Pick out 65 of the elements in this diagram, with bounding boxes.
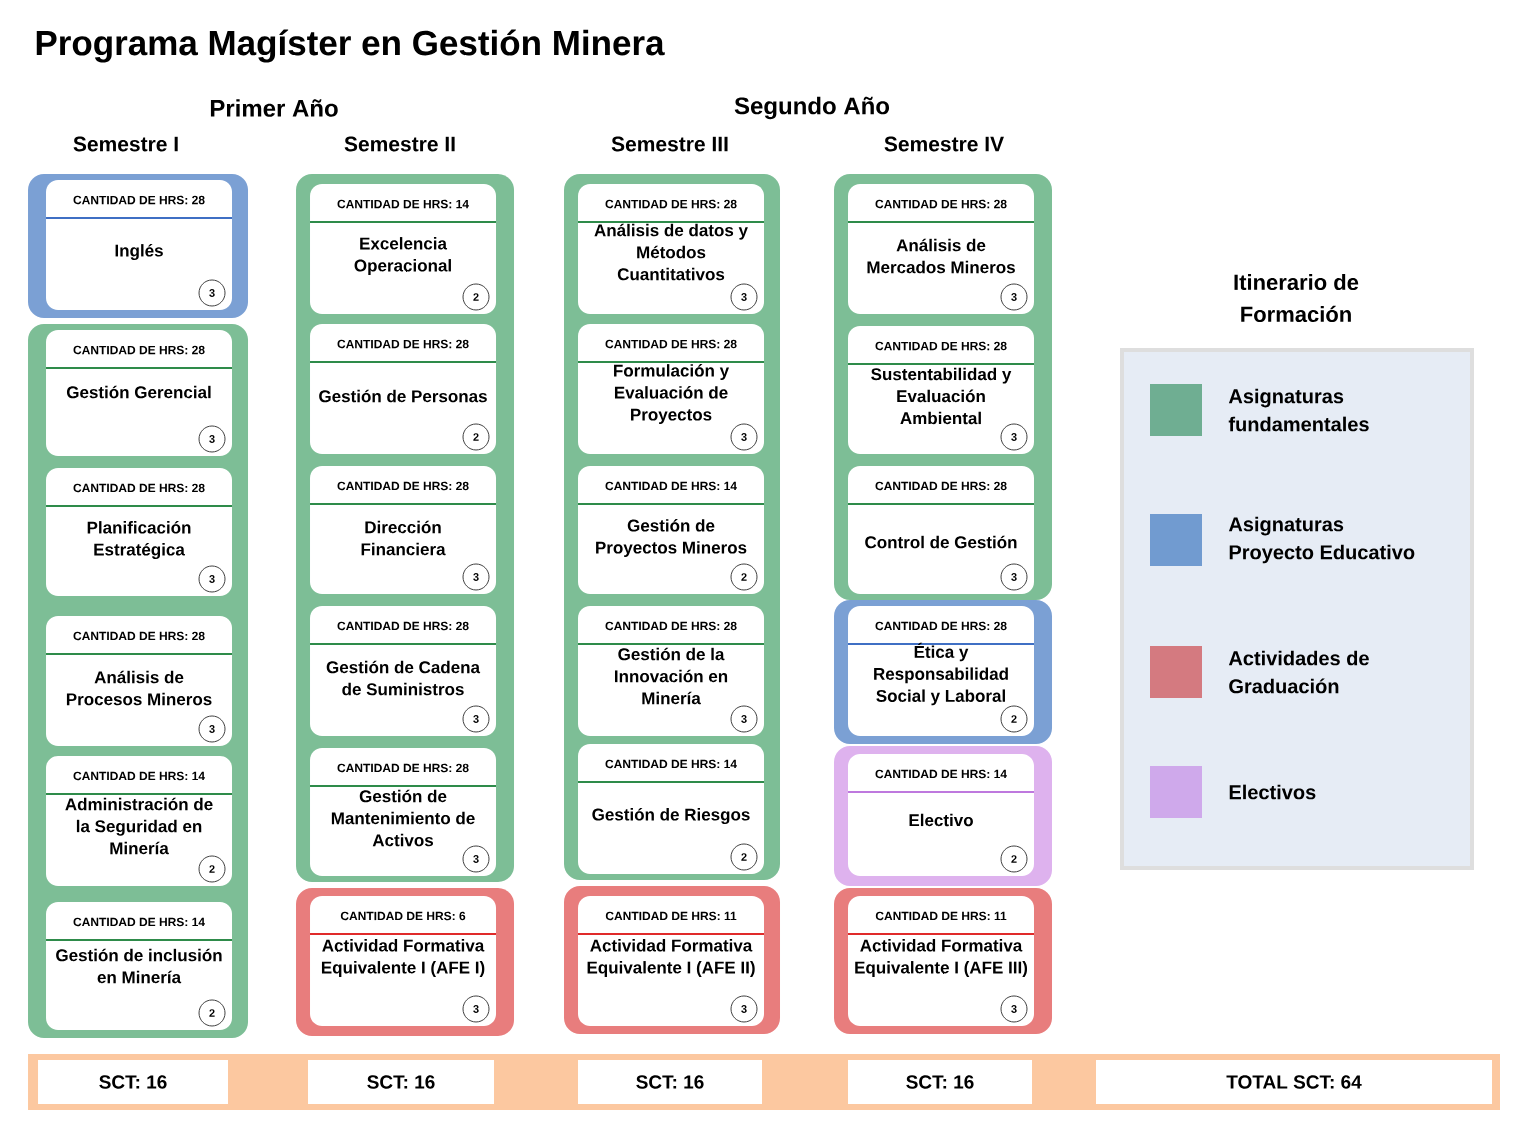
course-card bbox=[847, 466, 1035, 594]
legend-title: Itinerario de Formación bbox=[1234, 273, 1359, 323]
course-card bbox=[309, 184, 497, 314]
course-title: Inglés bbox=[115, 243, 163, 261]
course-title: Gestión de Mantenimiento de Activos bbox=[331, 789, 475, 847]
course-title: Gestión de Riesgos bbox=[592, 807, 750, 825]
course-title: Actividad Formativa Equivalente I (AFE II) bbox=[587, 939, 755, 977]
course-title: Formulación y Evaluación de Proyectos bbox=[614, 364, 729, 424]
sct-total-box: SCT: 16 bbox=[578, 1060, 762, 1104]
course-title: Control de Gestión bbox=[865, 535, 1017, 549]
course-title: Dirección Financiera bbox=[361, 520, 446, 556]
course-title: Análisis de datos y Métodos Cuantitativos bbox=[594, 223, 748, 281]
year-heading: Segundo Año bbox=[734, 96, 890, 120]
legend-label: Asignaturas fundamentales bbox=[1228, 388, 1369, 432]
year-heading: Primer Año bbox=[210, 99, 338, 117]
course-card bbox=[847, 184, 1035, 314]
course-card bbox=[45, 616, 233, 746]
course-title: Electivo bbox=[909, 813, 973, 827]
course-card bbox=[577, 324, 765, 454]
semester-heading: Semestre III bbox=[611, 136, 728, 152]
course-title: Gestión de Proyectos Mineros bbox=[596, 519, 747, 557]
sct-total-box: SCT: 16 bbox=[38, 1060, 228, 1104]
course-title: Gestión de inclusión en Minería bbox=[56, 948, 222, 984]
course-card bbox=[309, 748, 497, 876]
course-title: Gestión de Cadena de Suministros bbox=[326, 660, 481, 696]
course-title: Planificación Estratégica bbox=[87, 520, 191, 560]
course-card bbox=[45, 330, 233, 456]
legend-label: Actividades de Graduación bbox=[1228, 650, 1369, 694]
legend-label: Electivos bbox=[1229, 784, 1316, 800]
course-title: Análisis de Mercados Mineros bbox=[867, 238, 1015, 274]
course-card bbox=[309, 896, 497, 1026]
course-title: Análisis de Procesos Mineros bbox=[66, 670, 212, 706]
course-title: Actividad Formativa Equivalente I (AFE III) bbox=[855, 939, 1028, 977]
course-card bbox=[847, 326, 1035, 454]
semester-heading: Semestre I bbox=[73, 136, 178, 152]
course-card bbox=[577, 466, 765, 594]
course-title: Gestión de la Innovación en Minería bbox=[615, 647, 728, 705]
course-title: Excelencia Operacional bbox=[354, 237, 451, 275]
sct-total-box: TOTAL SCT: 64 bbox=[1096, 1060, 1492, 1104]
course-card bbox=[577, 184, 765, 314]
course-card bbox=[847, 754, 1035, 876]
course-card bbox=[45, 756, 233, 886]
course-card bbox=[847, 606, 1035, 736]
course-card bbox=[309, 606, 497, 736]
course-card bbox=[309, 324, 497, 454]
course-title: Administración de la Seguridad en Minería bbox=[65, 797, 213, 855]
course-title: Actividad Formativa Equivalente I (AFE I) bbox=[321, 939, 485, 977]
course-card bbox=[45, 468, 233, 596]
legend-label: Asignaturas Proyecto Educativo bbox=[1228, 516, 1415, 564]
course-card bbox=[45, 180, 233, 310]
course-card bbox=[45, 902, 233, 1030]
course-card bbox=[577, 606, 765, 736]
course-card bbox=[847, 896, 1035, 1026]
course-card bbox=[309, 466, 497, 594]
course-title: Gestión Gerencial bbox=[66, 385, 211, 399]
title: Programa Magíster en Gestión Minera bbox=[36, 29, 665, 63]
semester-heading: Semestre II bbox=[344, 136, 455, 152]
course-title: Sustentabilidad y Evaluación Ambiental bbox=[871, 367, 1012, 425]
course-title: Gestión de Personas bbox=[319, 389, 487, 403]
semester-heading: Semestre IV bbox=[884, 136, 1004, 152]
course-card bbox=[577, 744, 765, 874]
sct-total-box: SCT: 16 bbox=[848, 1060, 1032, 1104]
course-card bbox=[577, 896, 765, 1026]
course-title: Ética y Responsabilidad Social y Laboral bbox=[874, 642, 1008, 706]
sct-total-box: SCT: 16 bbox=[308, 1060, 494, 1104]
